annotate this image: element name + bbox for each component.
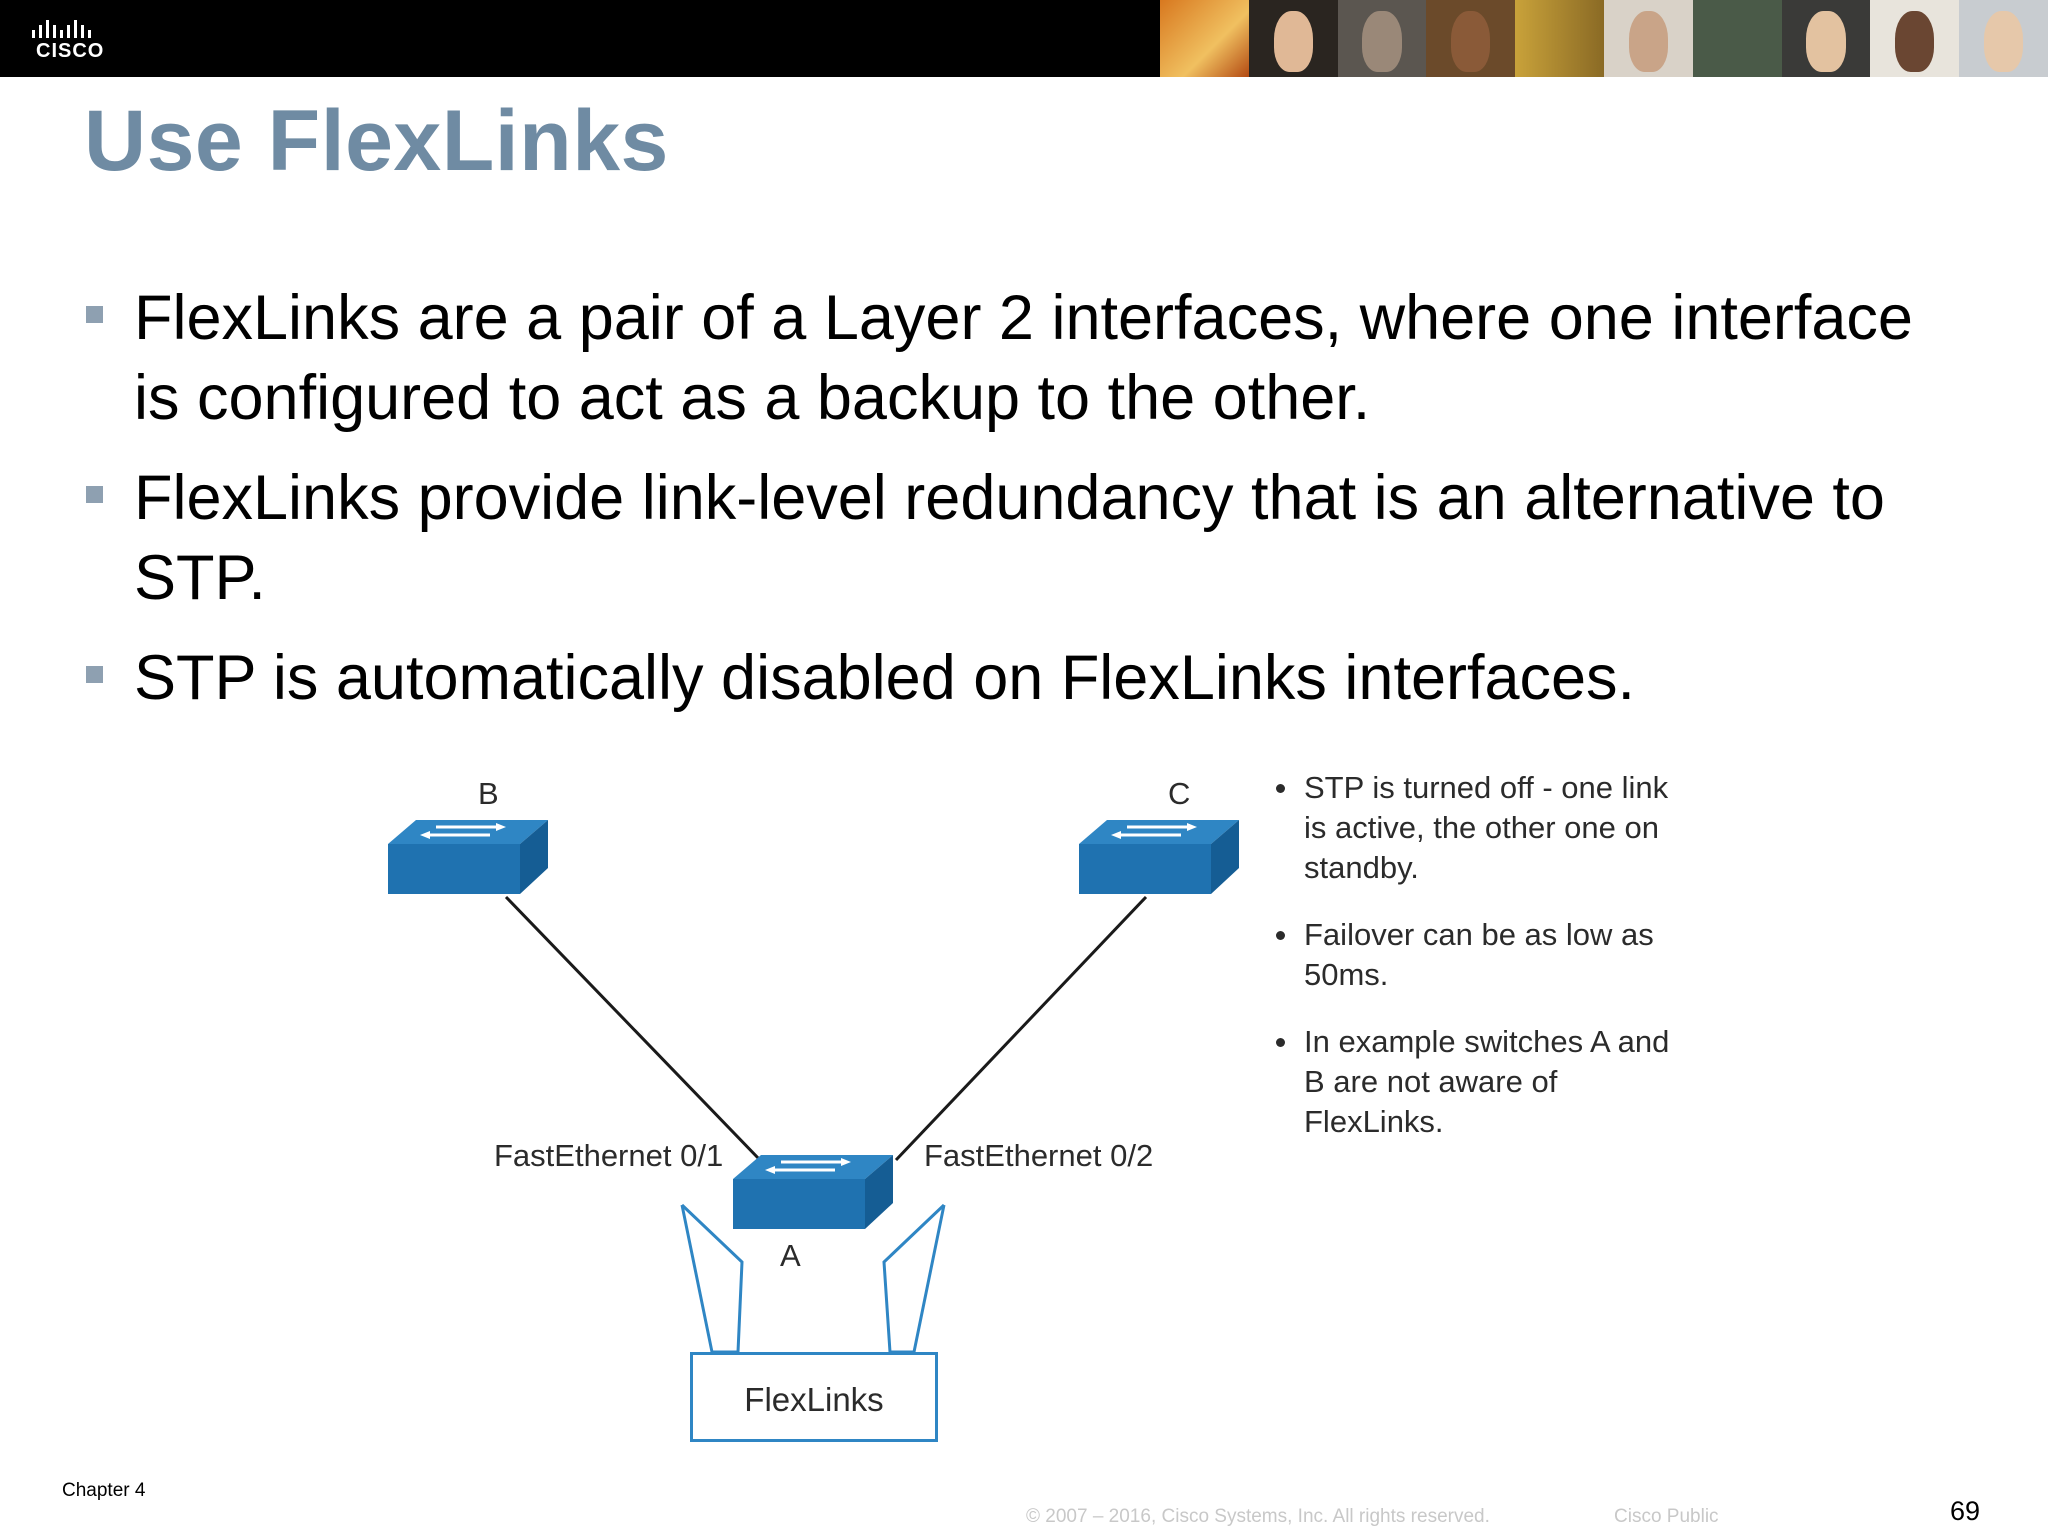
note-item: Failover can be as low as 50ms. bbox=[1274, 915, 1674, 995]
flexlinks-bracket bbox=[680, 1203, 946, 1354]
photo-tile bbox=[1515, 0, 1604, 77]
bullet-dot-icon bbox=[1276, 931, 1285, 940]
note-text: In example switches A and B are not awar… bbox=[1304, 1024, 1670, 1139]
photo-tile bbox=[1692, 0, 1782, 77]
photo-tile bbox=[1337, 0, 1427, 77]
switch-b-label: B bbox=[478, 776, 499, 811]
photo-tile bbox=[1248, 0, 1338, 77]
square-bullet-icon bbox=[86, 666, 103, 683]
photo-tile bbox=[1426, 0, 1516, 77]
flexlinks-label: FlexLinks bbox=[744, 1381, 884, 1418]
switch-a-label: A bbox=[780, 1238, 801, 1273]
square-bullet-icon bbox=[86, 306, 103, 323]
photo-tile bbox=[1959, 0, 2048, 77]
cisco-logo-icon bbox=[32, 20, 91, 38]
header-bar: CISCO bbox=[0, 0, 2048, 77]
flexlinks-box: FlexLinks bbox=[690, 1352, 938, 1442]
port-right-label: FastEthernet 0/2 bbox=[924, 1138, 1154, 1173]
note-text: STP is turned off - one link is active, … bbox=[1304, 770, 1669, 885]
switch-c-label: C bbox=[1168, 776, 1191, 811]
switch-icon bbox=[1077, 818, 1241, 896]
port-left-label: FastEthernet 0/1 bbox=[494, 1138, 724, 1173]
bullet-dot-icon bbox=[1276, 1038, 1285, 1047]
bullet-text: STP is automatically disabled on FlexLin… bbox=[134, 643, 1636, 713]
switch-icon bbox=[386, 818, 550, 896]
photo-tile bbox=[1781, 0, 1871, 77]
chapter-label: Chapter 4 bbox=[62, 1480, 146, 1501]
classification-label: Cisco Public bbox=[1614, 1506, 1719, 1527]
slide-title: Use FlexLinks bbox=[84, 93, 669, 189]
note-item: In example switches A and B are not awar… bbox=[1274, 1022, 1674, 1142]
note-text: Failover can be as low as 50ms. bbox=[1304, 917, 1654, 992]
page-number: 69 bbox=[1950, 1496, 1981, 1526]
switch-icon bbox=[731, 1153, 895, 1231]
photo-tile bbox=[1603, 0, 1693, 77]
link-c-a bbox=[894, 895, 1148, 1162]
copyright-text: © 2007 – 2016, Cisco Systems, Inc. All r… bbox=[1026, 1506, 1490, 1527]
photo-tile bbox=[1870, 0, 1960, 77]
note-item: STP is turned off - one link is active, … bbox=[1274, 768, 1674, 888]
diagram-notes: STP is turned off - one link is active, … bbox=[1274, 768, 1674, 1169]
link-b-a bbox=[504, 895, 762, 1162]
photo-tile bbox=[1160, 0, 1249, 77]
bullet-text: FlexLinks provide link-level redundancy … bbox=[134, 463, 1885, 613]
square-bullet-icon bbox=[86, 486, 103, 503]
cisco-logo-text: CISCO bbox=[36, 40, 105, 62]
photo-strip bbox=[1160, 0, 2048, 77]
bullet-text: FlexLinks are a pair of a Layer 2 interf… bbox=[134, 283, 1913, 433]
bullet-dot-icon bbox=[1276, 784, 1285, 793]
